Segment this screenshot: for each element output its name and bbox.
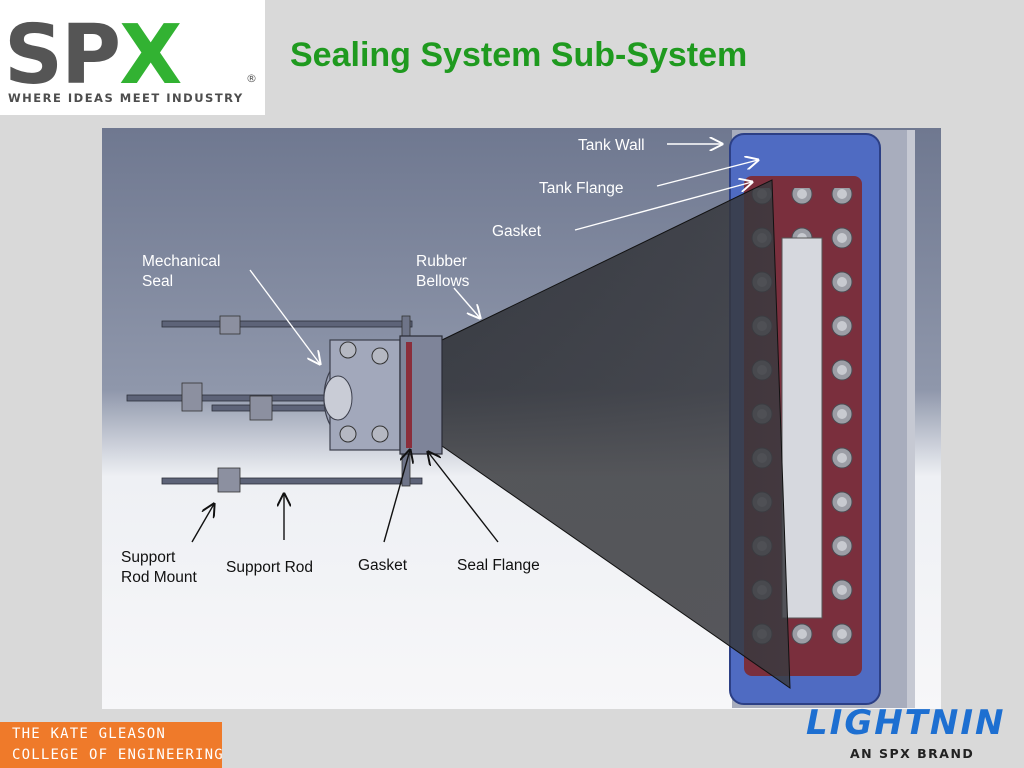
label-tank-wall: Tank Wall: [578, 137, 645, 154]
seal-bolt: [339, 341, 357, 359]
rod-mount-lower: [217, 467, 241, 493]
support-rod-lower: [161, 477, 423, 485]
callout-arrows: [191, 144, 758, 543]
label-mechanical-seal-line2: Seal: [142, 273, 174, 290]
arrow-support-rod-mount: [191, 504, 214, 543]
arrow-gasket-top: [574, 182, 752, 231]
slide-title: Sealing System Sub-System: [290, 36, 748, 74]
label-rubber-bellows-line2: Bellows: [416, 273, 470, 290]
sealing-system-render: [102, 128, 941, 709]
arrow-rubber-bellows: [453, 287, 480, 318]
seal-gasket: [406, 342, 412, 448]
seal-bolt: [339, 425, 357, 443]
arrow-seal-flange: [428, 452, 499, 543]
lightnin-logo: LIGHTNIN: [806, 703, 1006, 743]
tank-wall-edge: [907, 130, 915, 708]
rod-mount-upper: [219, 315, 241, 335]
spx-logo: SPX ® WHERE IDEAS MEET INDUSTRY: [0, 0, 265, 115]
spx-registered-mark: ®: [246, 72, 257, 85]
college-name-line2: COLLEGE OF ENGINEERING: [12, 747, 224, 763]
spx-logo-mark: SPX ®: [4, 8, 257, 103]
spx-brand-tagline: AN SPX BRAND: [850, 746, 975, 761]
spx-logo-letters: SPX: [4, 8, 181, 103]
label-support-rod-mount-line1: Support: [121, 549, 176, 566]
arrow-gasket-bottom: [383, 450, 410, 543]
kate-gleason-college-badge: THE KATE GLEASON COLLEGE OF ENGINEERING: [0, 722, 224, 768]
spx-tagline: WHERE IDEAS MEET INDUSTRY: [8, 91, 244, 105]
college-name-line1: THE KATE GLEASON: [12, 726, 167, 742]
rod-mount-middle: [181, 382, 203, 412]
label-gasket-top: Gasket: [492, 223, 542, 240]
seal-bolt: [371, 425, 389, 443]
label-support-rod-mount-line2: Rod Mount: [121, 569, 197, 586]
label-gasket-bottom: Gasket: [358, 557, 408, 574]
label-seal-flange: Seal Flange: [457, 557, 540, 574]
arrow-mechanical-seal: [249, 269, 320, 364]
label-mechanical-seal-line1: Mechanical: [142, 253, 221, 270]
label-tank-flange: Tank Flange: [539, 180, 624, 197]
support-rod-upper: [161, 320, 413, 328]
rod-mount-middle-b: [249, 395, 273, 421]
seal-bolt: [371, 347, 389, 365]
flange-opening: [781, 237, 823, 619]
label-rubber-bellows-line1: Rubber: [416, 253, 467, 270]
sealing-system-figure: Tank Wall Tank Flange Gasket Mechanical …: [102, 128, 941, 709]
label-support-rod: Support Rod: [226, 559, 314, 576]
seal-assembly: [323, 335, 443, 455]
shaft-bore: [323, 375, 353, 421]
arrow-tank-flange: [656, 160, 758, 187]
